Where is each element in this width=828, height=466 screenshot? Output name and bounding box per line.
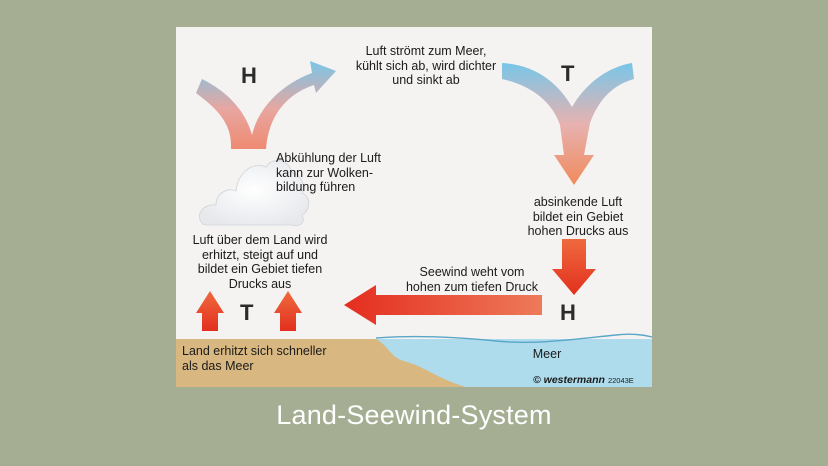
- figure-code: 22043E: [607, 376, 634, 385]
- label-cloud-formation: Abkühlung der Luft kann zur Wolken- bild…: [276, 151, 381, 194]
- publisher-name: © westermann: [533, 374, 605, 386]
- top-left-split-arrow: [196, 61, 336, 149]
- sea-surface: [375, 333, 652, 343]
- low-pressure-top-right: T: [561, 61, 575, 86]
- rising-air-arrow-left: [196, 291, 224, 331]
- page-caption: Land-Seewind-System: [276, 400, 552, 430]
- label-air-flows-to-sea: Luft strömt zum Meer, kühlt sich ab, wir…: [355, 44, 497, 87]
- cloud: [199, 160, 310, 226]
- land: [176, 339, 466, 387]
- label-land-air-heated: Luft über dem Land wird erhitzt, steigt …: [192, 233, 328, 291]
- descending-air-arrow: [552, 239, 596, 295]
- low-pressure-land: T: [240, 300, 254, 325]
- label-sinking-air: absinkende Luft bildet ein Gebiet hohen …: [527, 195, 629, 238]
- top-right-merge-arrow: [502, 63, 634, 185]
- rising-air-arrow-right: [274, 291, 302, 331]
- land-seewind-diagram: H T H T Luft strömt zum Meer, kühlt sich…: [176, 27, 652, 387]
- seawind-arrow: [344, 285, 542, 325]
- high-pressure-top-left: H: [241, 63, 257, 88]
- label-sea: Meer: [532, 347, 562, 361]
- diagram-graphics: [176, 61, 652, 387]
- ground: [176, 333, 652, 387]
- label-seawind: Seewind weht vom hohen zum tiefen Druck: [405, 265, 538, 294]
- label-land-heats-faster: Land erhitzt sich schneller als das Meer: [182, 344, 327, 373]
- high-pressure-sea: H: [560, 300, 576, 325]
